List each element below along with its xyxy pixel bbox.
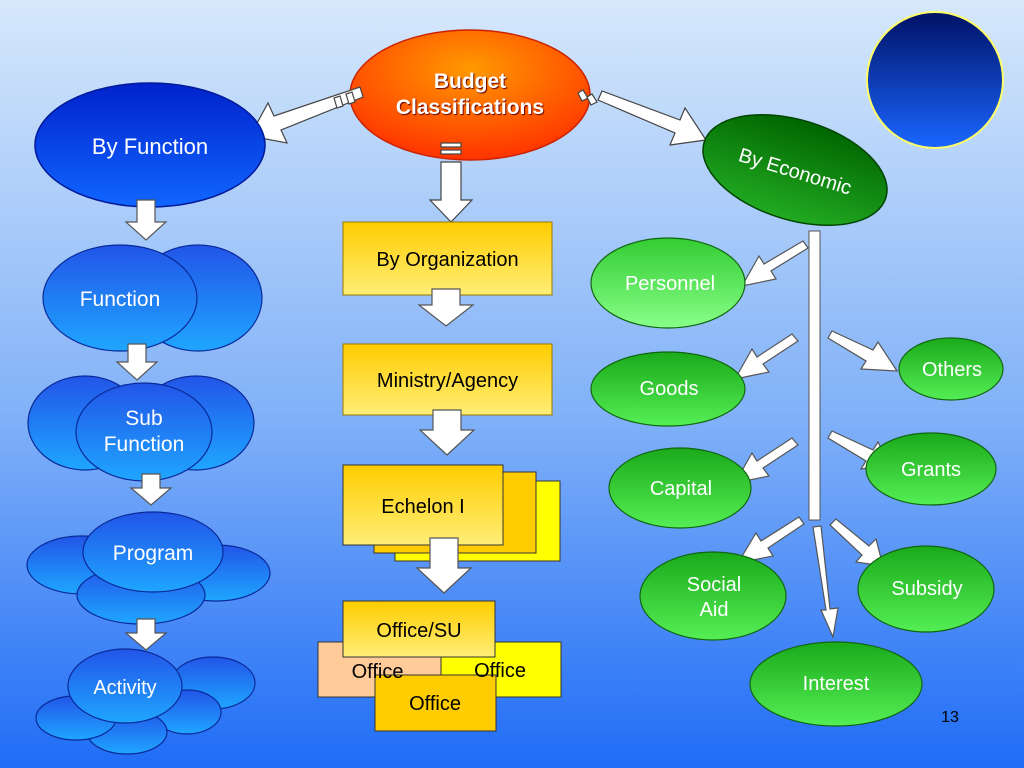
capital-label: Capital [649, 477, 713, 500]
arrow-economic-capital [733, 437, 799, 484]
function-label: Function [79, 287, 161, 311]
activity-node [67, 648, 183, 724]
economic-trunk-bar [808, 230, 821, 521]
office-label-yellow: Office [474, 659, 526, 682]
subsidy-label: Subsidy [891, 577, 963, 600]
social-aid-label: Social Aid [686, 574, 742, 621]
subfunction-label: Sub Function [103, 406, 185, 456]
by-organization-label: By Organization [376, 248, 519, 271]
arrow-function-2 [115, 343, 159, 381]
goods-node [590, 351, 746, 427]
office-label-orange: Office [409, 692, 461, 715]
arrow-org-1 [417, 288, 475, 327]
arrow-root-to-organization [428, 142, 474, 223]
arrow-economic-personnel [740, 240, 809, 287]
personnel-label: Personnel [624, 272, 716, 295]
interest-node [749, 641, 923, 727]
arrow-function-3 [129, 473, 173, 506]
by-economic-node [702, 113, 888, 227]
activity-label: Activity [93, 676, 157, 699]
arrow-economic-subsidy [829, 518, 884, 567]
program-label: Program [112, 541, 194, 565]
arrow-root-to-economic [577, 89, 708, 146]
root-label-line1: Budget [433, 69, 507, 93]
root-label-line2: Classifications [395, 96, 545, 119]
arrow-root-to-function [249, 86, 364, 144]
decorative-circle [866, 11, 1004, 149]
office-label-peach: Office [351, 660, 404, 683]
arrow-economic-interest [812, 525, 839, 640]
grants-label: Grants [900, 458, 962, 481]
others-label: Others [921, 358, 983, 381]
goods-label: Goods [639, 377, 699, 400]
office-su-box [342, 600, 496, 658]
echelon-box [342, 464, 504, 546]
others-node [898, 337, 1004, 401]
ministry-agency-box [342, 343, 553, 416]
office-su-label: Office/SU [376, 619, 462, 642]
arrow-function-4 [124, 618, 168, 651]
by-function-label: By Function [91, 134, 209, 160]
arrow-org-3 [415, 537, 473, 594]
root-label: Budget Classifications [370, 60, 570, 130]
office-box-orange [374, 674, 497, 732]
personnel-node [590, 237, 746, 329]
echelon-label: Echelon I [381, 495, 465, 518]
grants-node [865, 432, 997, 506]
subsidy-node [857, 545, 995, 633]
capital-node [608, 447, 752, 529]
arrow-economic-others [827, 330, 899, 372]
page-number: 13 [941, 709, 959, 726]
ministry-agency-label: Ministry/Agency [376, 369, 519, 392]
program-node [82, 511, 224, 593]
function-node [42, 244, 198, 352]
arrow-org-2 [418, 409, 476, 456]
social-aid-node [639, 551, 787, 641]
arrow-economic-goods [733, 333, 799, 380]
interest-label: Interest [802, 672, 870, 695]
arrow-function-1 [124, 199, 168, 241]
